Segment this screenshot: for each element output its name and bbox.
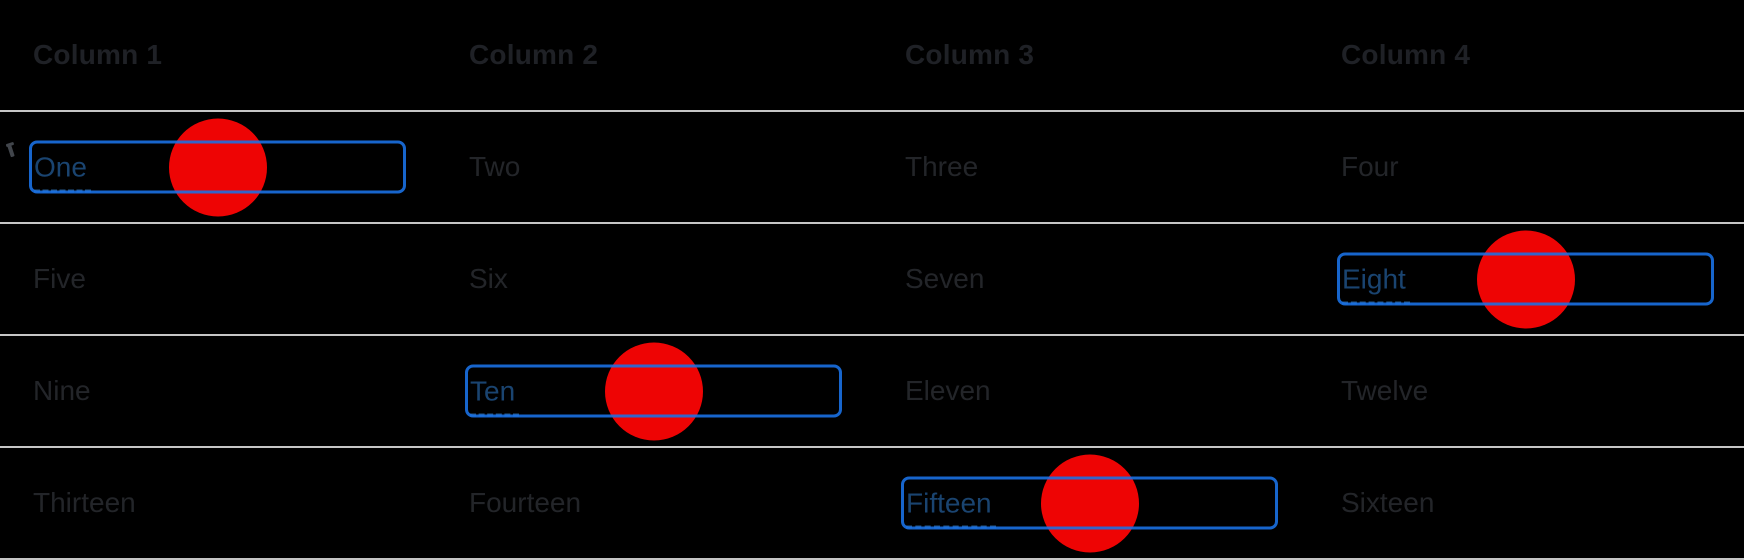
table-cell-five[interactable]: Five — [0, 224, 436, 334]
table-cell-four[interactable]: Four — [1308, 112, 1744, 222]
table-cell-eleven[interactable]: Eleven — [872, 336, 1308, 446]
table-cell-fourteen[interactable]: Fourteen — [436, 448, 872, 558]
cell-text: Seven — [905, 263, 985, 294]
table-row-3: Nine Ten Eleven Twelve — [0, 336, 1744, 448]
cell-text: Six — [469, 263, 508, 294]
table-cell-two[interactable]: Two — [436, 112, 872, 222]
column-header-4: Column 4 — [1341, 39, 1471, 70]
focused-cell-field[interactable]: One — [29, 118, 406, 216]
cell-text: Two — [469, 151, 521, 182]
table-cell-nine[interactable]: Nine — [0, 336, 436, 446]
focus-ring — [1337, 252, 1714, 306]
cell-text: Nine — [33, 375, 91, 406]
column-header-2: Column 2 — [469, 39, 599, 70]
table-row-1: One Two Three Four — [0, 112, 1744, 224]
click-marker-icon — [1476, 230, 1575, 328]
table-cell-seven[interactable]: Seven — [872, 224, 1308, 334]
table-cell-eight[interactable]: Eight — [1308, 224, 1744, 334]
cell-text: Eleven — [905, 375, 991, 406]
table-cell-fifteen[interactable]: Fifteen — [872, 448, 1308, 558]
table-row-2: Five Six Seven Eight — [0, 224, 1744, 336]
cell-text: Five — [33, 263, 86, 294]
cell-text: Twelve — [1341, 375, 1429, 406]
table-cell-one[interactable]: One — [0, 112, 436, 222]
click-marker-icon — [1040, 454, 1139, 552]
table-cell-twelve[interactable]: Twelve — [1308, 336, 1744, 446]
focused-cell-field[interactable]: Fifteen — [901, 454, 1278, 552]
cell-text: Fourteen — [469, 487, 582, 518]
table-cell-thirteen[interactable]: Thirteen — [0, 448, 436, 558]
table-cell-ten[interactable]: Ten — [436, 336, 872, 446]
focus-ring — [29, 140, 406, 194]
focus-ring — [901, 476, 1278, 530]
table-cell-six[interactable]: Six — [436, 224, 872, 334]
column-header-1: Column 1 — [33, 39, 163, 70]
focused-cell-field[interactable]: Ten — [465, 342, 842, 440]
focused-cell-field[interactable]: Eight — [1337, 230, 1714, 328]
cell-text: Four — [1341, 151, 1399, 182]
column-header-3: Column 3 — [905, 39, 1035, 70]
click-marker-icon — [168, 118, 267, 216]
cell-text: Three — [905, 151, 979, 182]
cell-text: Thirteen — [33, 487, 136, 518]
table-row-4: Thirteen Fourteen Fifteen Sixteen — [0, 448, 1744, 560]
focus-ring — [465, 364, 842, 418]
table-cell-sixteen[interactable]: Sixteen — [1308, 448, 1744, 558]
click-marker-icon — [604, 342, 703, 440]
cell-text: Sixteen — [1341, 487, 1435, 518]
table-header-row: Column 1 Column 2 Column 3 Column 4 — [0, 0, 1744, 112]
table-cell-three[interactable]: Three — [872, 112, 1308, 222]
